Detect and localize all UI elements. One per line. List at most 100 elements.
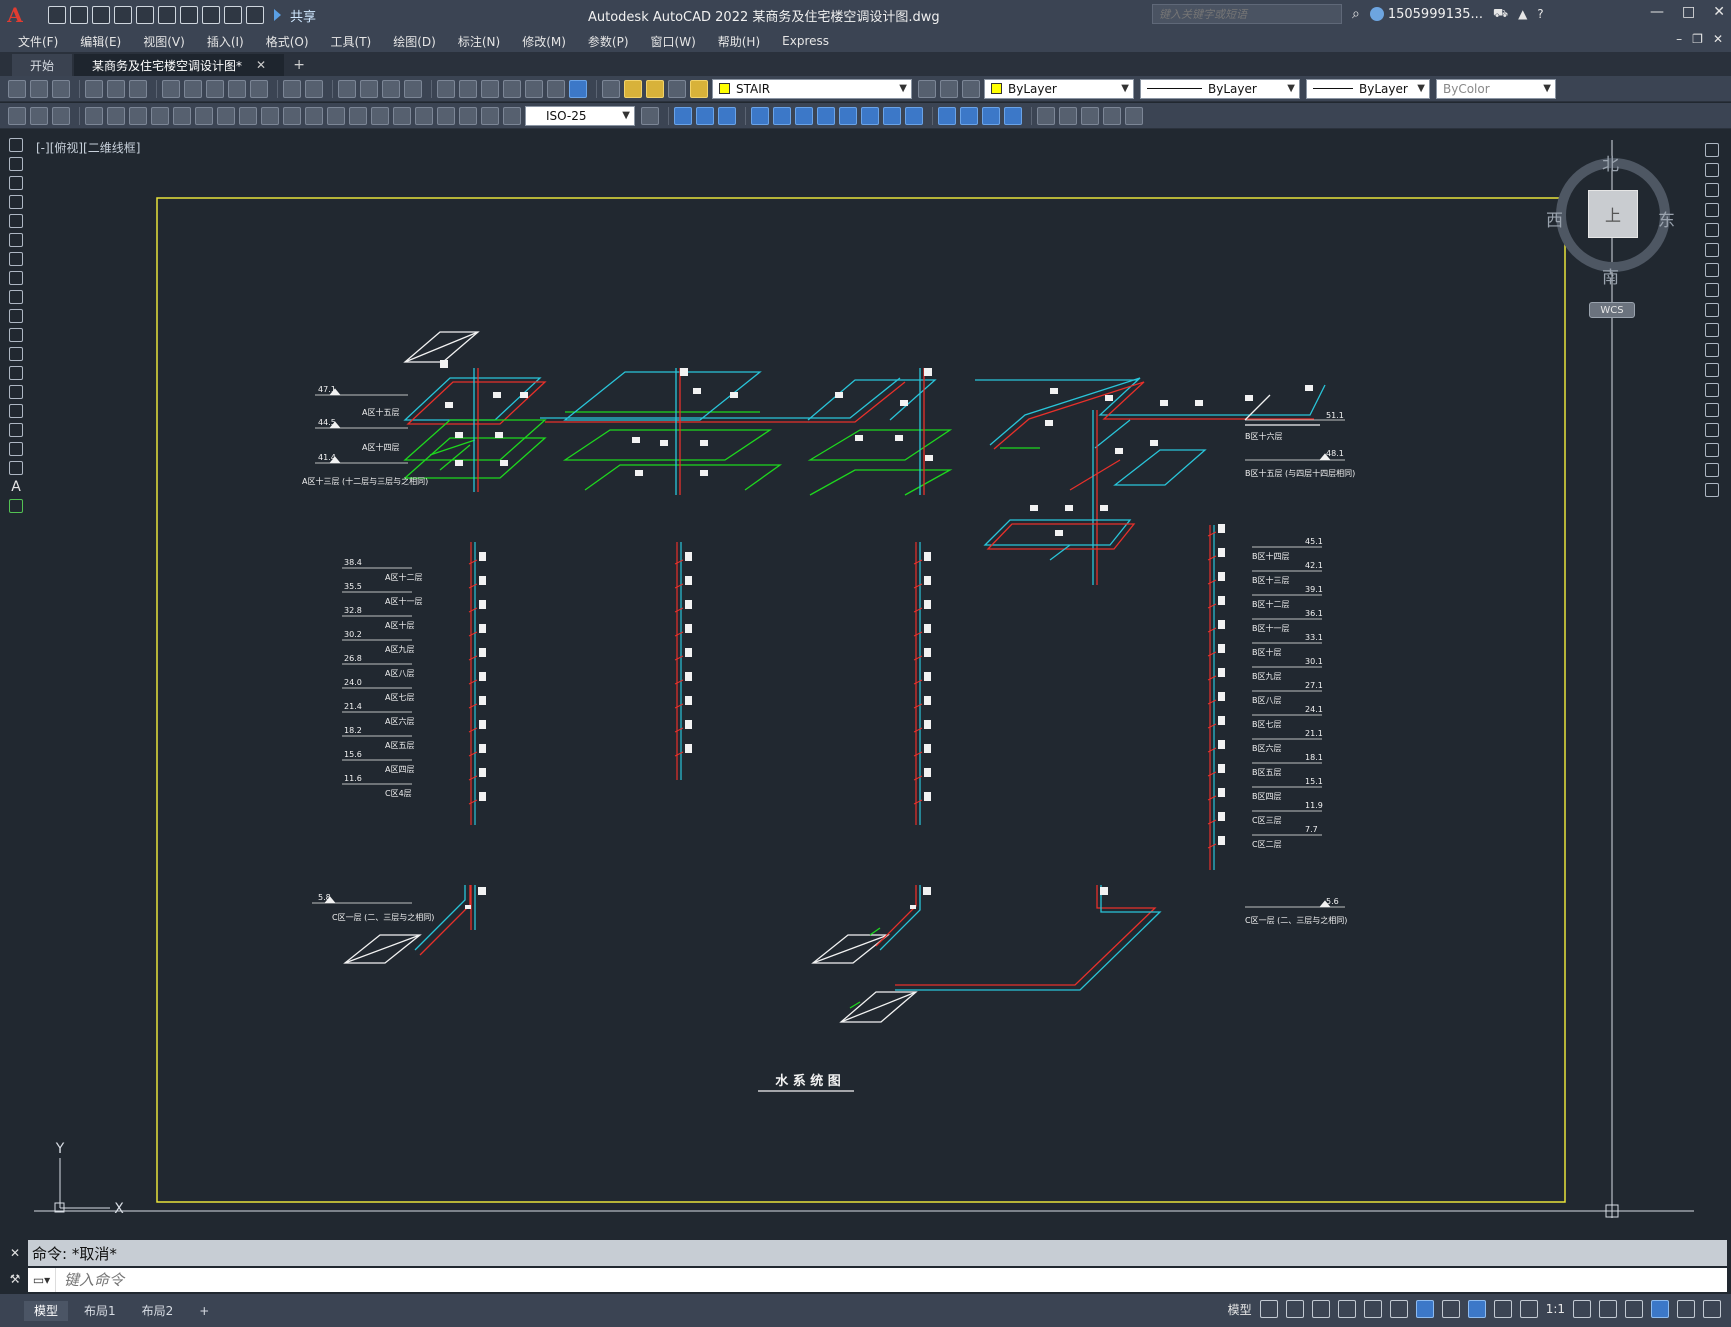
model-space-canvas[interactable] xyxy=(32,132,1696,1237)
tool-palettes-icon[interactable] xyxy=(481,79,499,98)
menu-dimension[interactable]: 标注(N) xyxy=(457,34,501,49)
customize-dropdown-icon[interactable] xyxy=(246,6,264,24)
gradient-icon[interactable] xyxy=(9,423,23,437)
viewcube-east[interactable]: 东 xyxy=(1658,211,1675,231)
close-command-icon[interactable]: ✕ xyxy=(9,1246,21,1260)
materials-icon[interactable] xyxy=(1081,106,1099,125)
scale-value[interactable]: 1:1 xyxy=(1545,1302,1565,1316)
hatch-icon[interactable] xyxy=(9,404,23,418)
hardware-acceleration-icon[interactable] xyxy=(1651,1300,1669,1318)
annotation-visibility-icon[interactable] xyxy=(1467,1300,1486,1318)
save-icon[interactable] xyxy=(52,79,70,98)
maximize-button[interactable]: □ xyxy=(1682,4,1696,20)
cut-icon[interactable] xyxy=(162,79,180,98)
menu-window[interactable]: 窗口(W) xyxy=(650,34,696,49)
command-line-grip[interactable]: ✕ ⚒ xyxy=(4,1240,26,1292)
zoom-window-icon[interactable] xyxy=(382,79,400,98)
viewcube-west[interactable]: 西 xyxy=(1546,211,1563,231)
check-icon[interactable] xyxy=(1004,106,1022,125)
markup-icon[interactable] xyxy=(525,79,543,98)
presspull-icon[interactable] xyxy=(773,106,791,125)
close-button[interactable]: ✕ xyxy=(1713,4,1725,20)
offset-icon[interactable] xyxy=(1705,203,1719,217)
tab-start[interactable]: 开始 xyxy=(12,54,73,76)
grid-icon[interactable] xyxy=(1259,1300,1278,1318)
new-tab-button[interactable]: + xyxy=(293,57,305,73)
layout-tab-layout2[interactable]: 布局2 xyxy=(141,1304,174,1318)
line-icon[interactable] xyxy=(9,138,23,152)
paste-icon[interactable] xyxy=(206,79,224,98)
undo-icon[interactable] xyxy=(202,6,220,24)
redo-icon[interactable] xyxy=(224,6,242,24)
minimize-button[interactable]: — xyxy=(1650,4,1665,20)
customize-command-icon[interactable]: ⚒ xyxy=(9,1272,21,1286)
share-button[interactable]: 共享 xyxy=(274,6,316,25)
quick-dim-icon[interactable] xyxy=(261,106,279,125)
break-at-point-icon[interactable] xyxy=(1705,363,1719,377)
dim-arc-icon[interactable] xyxy=(129,106,147,125)
layer-dropdown[interactable]: STAIR ▼ xyxy=(712,78,912,99)
dim-aligned-icon[interactable] xyxy=(107,106,125,125)
layer-previous-icon[interactable] xyxy=(940,79,958,98)
plotstyle-dropdown[interactable]: ByColor ▼ xyxy=(1436,78,1556,99)
help-icon[interactable] xyxy=(569,79,587,98)
command-input[interactable] xyxy=(56,1269,1727,1291)
center-mark-icon[interactable] xyxy=(393,106,411,125)
menu-express[interactable]: Express xyxy=(782,34,829,48)
dim-diameter-icon[interactable] xyxy=(217,106,235,125)
linetype-dropdown[interactable]: ByLayer ▼ xyxy=(1140,78,1300,99)
render-environment-icon[interactable] xyxy=(1125,106,1143,125)
dim-linear-icon[interactable] xyxy=(85,106,103,125)
menu-insert[interactable]: 插入(I) xyxy=(206,34,244,49)
autodesk-app-icon[interactable]: ▲ xyxy=(1518,7,1528,21)
search-input[interactable] xyxy=(1152,4,1342,24)
mirror-icon[interactable] xyxy=(1705,183,1719,197)
ortho-icon[interactable] xyxy=(1311,1300,1330,1318)
sheet-set-icon[interactable] xyxy=(503,79,521,98)
layer-viewport-icon[interactable] xyxy=(668,79,686,98)
layer-states-icon[interactable] xyxy=(962,79,980,98)
dim-baseline-icon[interactable] xyxy=(283,106,301,125)
solid-intersect-icon[interactable] xyxy=(718,106,736,125)
erase-icon[interactable] xyxy=(1705,143,1719,157)
lineweight-icon[interactable] xyxy=(1441,1300,1460,1318)
dim-space-icon[interactable] xyxy=(327,106,345,125)
add-selected-icon[interactable] xyxy=(9,499,23,513)
dim-style-icon[interactable] xyxy=(641,106,659,125)
doc-close-button[interactable]: ✕ xyxy=(1712,32,1723,46)
open-file-icon[interactable] xyxy=(70,6,88,24)
make-block-icon[interactable] xyxy=(9,366,23,380)
wcs-menu-button[interactable]: WCS xyxy=(1589,302,1635,318)
polygon-icon[interactable] xyxy=(9,195,23,209)
extend-icon[interactable] xyxy=(1705,343,1719,357)
plus-icon[interactable] xyxy=(1599,1300,1617,1318)
add-layout-button[interactable]: + xyxy=(199,1303,210,1318)
color-dropdown[interactable]: ByLayer ▼ xyxy=(984,78,1134,99)
make-current-layer-icon[interactable] xyxy=(918,79,936,98)
dim-continue-icon[interactable] xyxy=(305,106,323,125)
scale-icon[interactable] xyxy=(1705,283,1719,297)
qnew-icon[interactable] xyxy=(8,79,26,98)
trim-icon[interactable] xyxy=(1705,323,1719,337)
separate-icon[interactable] xyxy=(960,106,978,125)
rotate-faces-icon[interactable] xyxy=(883,106,901,125)
undo-icon[interactable] xyxy=(283,79,301,98)
ellipse-arc-icon[interactable] xyxy=(9,328,23,342)
cart-icon[interactable]: ⛟ xyxy=(1492,6,1509,20)
join-icon[interactable] xyxy=(1705,403,1719,417)
mtext-icon[interactable]: A xyxy=(11,479,21,495)
fillet-icon[interactable] xyxy=(1705,443,1719,457)
save-icon[interactable] xyxy=(92,6,110,24)
stretch-icon[interactable] xyxy=(1705,303,1719,317)
dim-break-icon[interactable] xyxy=(349,106,367,125)
solid-union-icon[interactable] xyxy=(674,106,692,125)
dim-angular-icon[interactable] xyxy=(239,106,257,125)
doc-restore-button[interactable]: ❐ xyxy=(1692,32,1703,46)
insert-block-icon[interactable] xyxy=(9,347,23,361)
close-tab-icon[interactable]: ✕ xyxy=(256,58,267,72)
open-icon[interactable] xyxy=(30,79,48,98)
menu-tools[interactable]: 工具(T) xyxy=(330,34,372,49)
model-space-toggle[interactable]: 模型 xyxy=(1227,1302,1252,1317)
dim-edit-icon[interactable] xyxy=(459,106,477,125)
offset-faces-icon[interactable] xyxy=(839,106,857,125)
